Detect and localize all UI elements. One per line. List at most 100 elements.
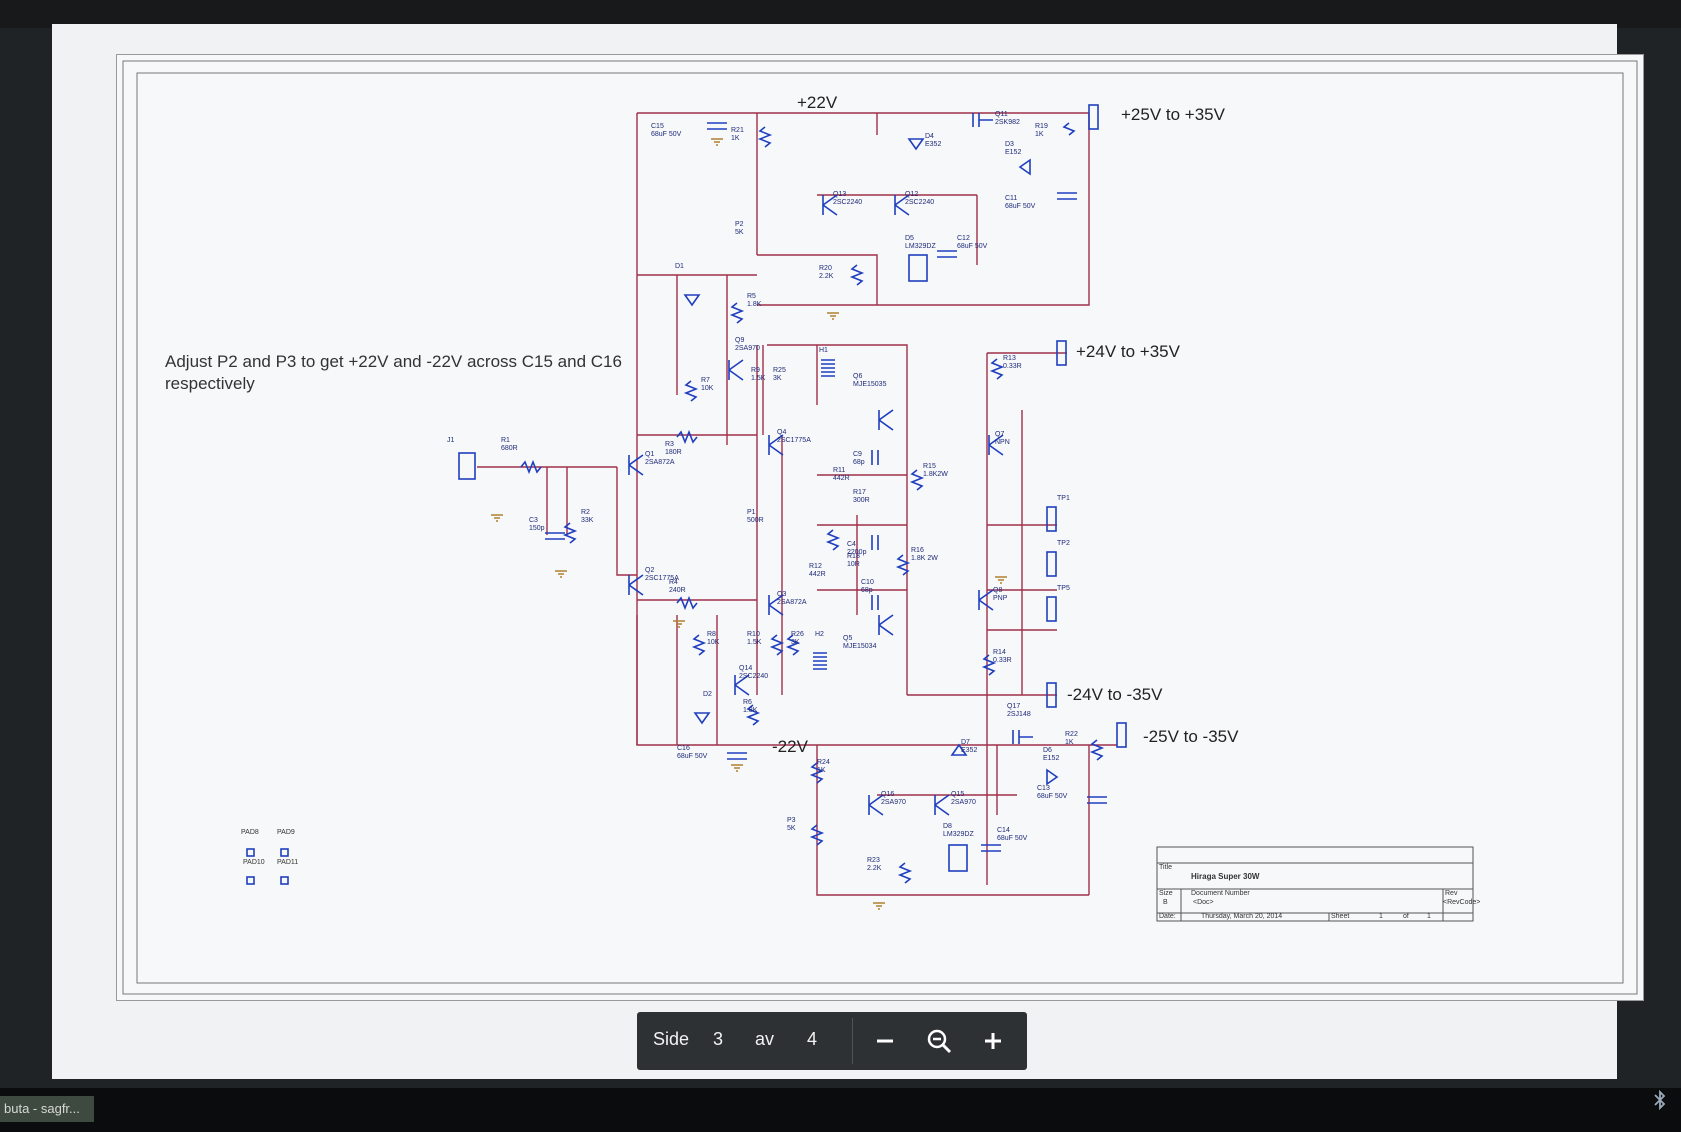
- component-ref: R4: [669, 579, 678, 586]
- component-value: 2SC2240: [833, 199, 863, 206]
- testpoint-label: TP1: [1057, 495, 1070, 502]
- inner-border: [136, 72, 1624, 984]
- bluetooth-icon[interactable]: [1651, 1089, 1671, 1111]
- component-value: 442R: [809, 571, 826, 578]
- component-value: E352: [961, 747, 978, 754]
- component-ref: Q6: [853, 373, 863, 380]
- component-label: D2: [703, 691, 712, 699]
- component-ref: D2: [703, 691, 712, 698]
- component-ref: R3: [665, 441, 674, 448]
- component-ref: Q3: [777, 591, 787, 598]
- component-value: E152: [1043, 755, 1060, 762]
- component-value: 150p: [529, 525, 545, 532]
- component-ref: R21: [731, 127, 744, 134]
- component-ref: R5: [747, 293, 756, 300]
- component-ref: D4: [925, 133, 934, 140]
- outer-border: [122, 60, 1638, 995]
- component-ref: C10: [861, 579, 874, 586]
- component-value: 68uF 50V: [957, 243, 988, 250]
- component-value: 2SA970: [951, 799, 976, 806]
- component-ref: R26: [791, 631, 804, 638]
- component-value: 68p: [853, 459, 865, 466]
- component-value: 1K: [1065, 739, 1074, 746]
- component-ref: R10: [747, 631, 760, 638]
- component-value: 2.2K: [867, 865, 882, 872]
- component-value: 2SK982: [995, 119, 1020, 126]
- page-label: Side: [653, 1029, 690, 1049]
- current-page[interactable]: 3: [713, 1029, 724, 1049]
- component-ref: C4: [847, 541, 856, 548]
- component-value: 2SA872A: [645, 459, 675, 466]
- component-value: 1.8K: [743, 707, 758, 714]
- plus-icon[interactable]: [973, 1021, 1013, 1061]
- component-value: 2SC1775A: [777, 437, 811, 444]
- taskbar-item[interactable]: buta - sagfr...: [0, 1096, 94, 1122]
- component-ref: Q1: [645, 451, 655, 458]
- rev-label: Rev: [1445, 890, 1458, 897]
- of-label: of: [1403, 913, 1409, 920]
- component-value: 2200p: [847, 549, 867, 556]
- adjustment-note: Adjust P2 and P3 to get +22V and -22V ac…: [165, 352, 622, 393]
- component-label: H1: [819, 347, 828, 355]
- component-value: 0.33R: [993, 657, 1012, 664]
- ground-symbols: [491, 138, 1007, 910]
- magnifier-icon[interactable]: [919, 1021, 959, 1061]
- component-ref: Q17: [1007, 703, 1021, 710]
- page-navigation-toolbar: Side 3 av 4: [637, 1012, 1027, 1070]
- magnifier-icon: [927, 1029, 952, 1054]
- component-ref: H2: [815, 631, 824, 638]
- component-ref: Q9: [735, 337, 745, 344]
- testpoint-label: TP5: [1057, 585, 1070, 592]
- component-label: H2: [815, 631, 824, 639]
- component-ref: R2: [581, 509, 590, 516]
- pad-label: PAD9: [277, 829, 295, 836]
- pad-label: PAD11: [277, 859, 299, 866]
- component-value: 1K: [817, 767, 826, 774]
- component-value: 2SC1775A: [645, 575, 679, 582]
- component-ref: R11: [833, 467, 846, 474]
- component-ref: R20: [819, 265, 832, 272]
- component-value: 442R: [833, 475, 850, 482]
- component-ref: Q13: [833, 191, 847, 198]
- component-ref: R9: [751, 367, 760, 374]
- component-ref: H1: [819, 347, 828, 354]
- component-ref: R15: [923, 463, 936, 470]
- component-ref: R1: [501, 437, 510, 444]
- rail-label-neg22: -22V: [772, 737, 808, 756]
- minus-icon[interactable]: [865, 1021, 905, 1061]
- of-label: av: [755, 1029, 775, 1049]
- component-ref: C9: [853, 451, 862, 458]
- of-value: 1: [1427, 913, 1431, 920]
